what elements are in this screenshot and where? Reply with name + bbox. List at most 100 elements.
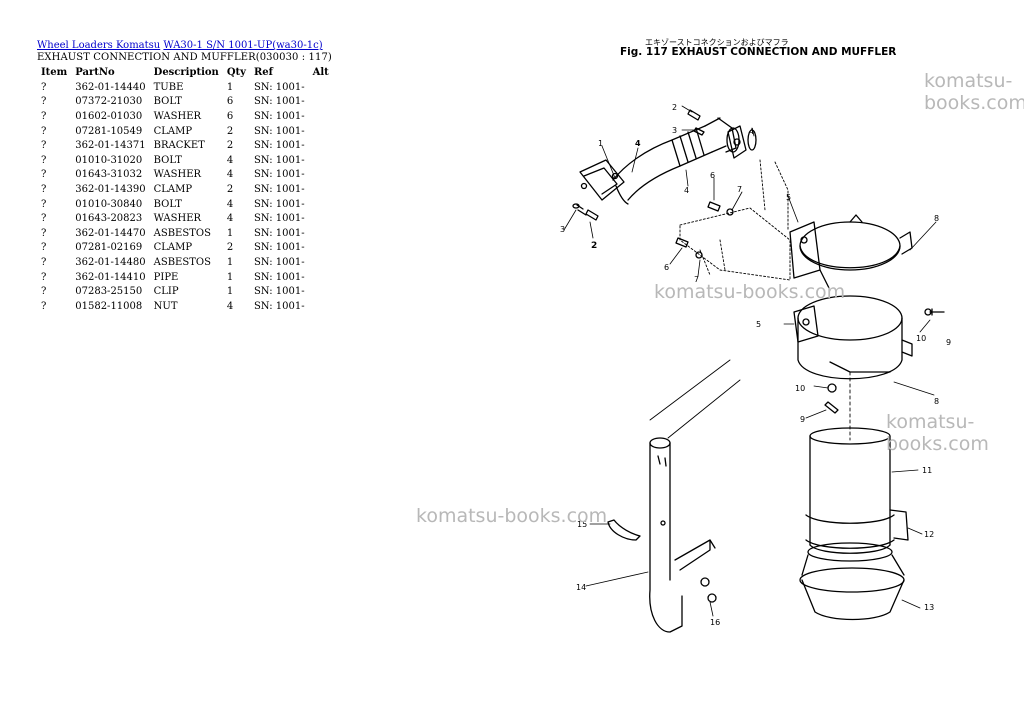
cell-qty: 1 (226, 227, 234, 239)
page-subtitle: EXHAUST CONNECTION AND MUFFLER(030030 : … (37, 52, 332, 63)
cell-description: CLAMP (153, 183, 193, 195)
breadcrumb-link-model[interactable]: WA30-1 S/N 1001-UP(wa30-1c) (163, 40, 323, 51)
cell-ref: SN: 1001- (253, 140, 305, 152)
breadcrumb-link-wheel-loaders[interactable]: Wheel Loaders Komatsu (37, 40, 161, 51)
cell-description: ASBESTOS (153, 227, 211, 239)
callout-15: 15 (577, 520, 587, 529)
cell-item: ? (41, 242, 47, 254)
part-bracket-box-drawing (679, 159, 791, 281)
cell-description: BOLT (153, 198, 182, 210)
cell-item: ? (41, 183, 47, 195)
cell-item: ? (41, 198, 47, 210)
callout-3: 3 (560, 225, 565, 234)
cell-item: ? (41, 271, 47, 283)
cell-ref: SN: 1001- (253, 110, 305, 122)
header-alt: Alt (312, 67, 329, 78)
cell-item: ? (41, 256, 47, 268)
cell-description: WASHER (153, 110, 202, 122)
cell-ref: SN: 1001- (253, 300, 305, 312)
cell-partno: 01010-30840 (75, 198, 143, 210)
part-clip-drawing (607, 519, 717, 603)
cell-partno: 01582-11008 (75, 300, 143, 312)
callout-4: 4 (635, 139, 641, 148)
cell-alt (309, 226, 333, 241)
callout-9: 9 (946, 338, 951, 347)
header-item: Item (41, 67, 68, 78)
cell-partno: 362-01-14470 (75, 227, 146, 239)
cell-ref: SN: 1001- (253, 242, 305, 254)
breadcrumb: Wheel Loaders Komatsu WA30-1 S/N 1001-UP… (37, 40, 323, 51)
exhaust-diagram: エキゾーストコネクションおよびマフラ Fig. 117 EXHAUST CONN… (560, 38, 951, 633)
cell-description: BOLT (153, 96, 182, 108)
cell-alt (309, 80, 333, 95)
callout-4-lower: 4 (684, 186, 689, 195)
cell-item: ? (41, 169, 47, 181)
header-ref: Ref (253, 67, 273, 78)
cell-qty: 6 (226, 110, 234, 122)
cell-item: ? (41, 96, 47, 108)
cell-ref: SN: 1001- (253, 169, 305, 181)
part-bolts-left-drawing (572, 109, 705, 221)
cell-partno: 01010-31020 (75, 154, 143, 166)
part-muffler-drawing (805, 427, 909, 554)
cell-partno: 362-01-14480 (75, 256, 146, 268)
callout-5: 5 (786, 193, 791, 202)
cell-item: ? (41, 300, 47, 312)
part-flange-drawing (727, 125, 757, 159)
part-cone-drawing (799, 542, 905, 621)
cell-alt (309, 197, 333, 212)
callout-12: 12 (924, 530, 934, 539)
header-partno: PartNo (75, 67, 115, 78)
cell-ref: SN: 1001- (253, 213, 305, 225)
cell-description: NUT (153, 300, 178, 312)
cell-partno: 01643-20823 (75, 213, 143, 225)
cell-description: BRACKET (153, 140, 205, 152)
watermark-right: komatsu-books.com (886, 411, 989, 455)
cell-alt (309, 95, 333, 110)
cell-qty: 2 (226, 125, 234, 137)
cell-partno: 07283-25150 (75, 286, 143, 298)
figure-title: Fig. 117 EXHAUST CONNECTION AND MUFFLER (620, 46, 896, 58)
cell-ref: SN: 1001- (253, 81, 305, 93)
callout-10: 10 (916, 334, 926, 343)
cell-partno: 362-01-14371 (75, 140, 146, 152)
cell-partno: 362-01-14390 (75, 183, 146, 195)
table-header-row: Item PartNo Description Qty Ref Alt (37, 66, 333, 80)
cell-description: BOLT (153, 154, 182, 166)
cell-partno: 01602-01030 (75, 110, 143, 122)
cell-alt (309, 299, 333, 314)
cell-partno: 07281-02169 (75, 242, 143, 254)
callout-8-lower: 8 (934, 397, 939, 406)
cell-alt (309, 168, 333, 183)
watermark-middle: komatsu-books.com (654, 281, 846, 303)
cell-qty: 2 (226, 242, 234, 254)
header-qty: Qty (226, 67, 246, 78)
callout-6-lower: 6 (664, 263, 669, 272)
cell-ref: SN: 1001- (253, 227, 305, 239)
cell-ref: SN: 1001- (253, 256, 305, 268)
cell-item: ? (41, 154, 47, 166)
cell-qty: 1 (226, 81, 234, 93)
callout-16: 16 (710, 618, 720, 627)
cell-qty: 2 (226, 140, 234, 152)
callout-6: 6 (710, 171, 715, 180)
cell-alt (309, 284, 333, 299)
cell-alt (309, 153, 333, 168)
callout-9-lower: 9 (800, 415, 805, 424)
callout-13: 13 (924, 603, 934, 612)
callout-labels: 1 2 2 3 3 4 4 4 5 5 6 6 7 7 8 8 9 9 10 1… (560, 103, 951, 627)
cell-qty: 4 (226, 198, 234, 210)
cell-description: PIPE (153, 271, 179, 283)
callout-10-lower: 10 (795, 384, 805, 393)
cell-partno: 362-01-14410 (75, 271, 146, 283)
